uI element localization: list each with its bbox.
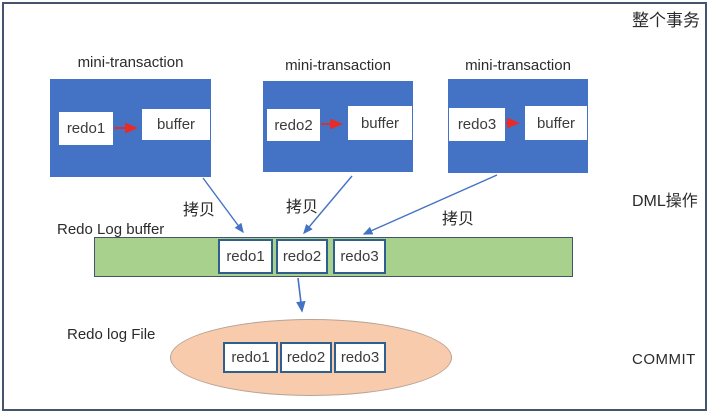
log-file-entry-2: redo2	[280, 342, 332, 373]
copy-label-2: 拷贝	[286, 199, 319, 216]
log-buffer-entry-3: redo3	[333, 239, 386, 274]
log-buffer-entry-2: redo2	[276, 239, 328, 274]
log-file-entry-1: redo1	[223, 342, 278, 373]
redo-log-buffer-label: Redo Log buffer	[57, 221, 165, 238]
mini-transaction-1-box: redo1 buffer	[50, 79, 211, 177]
redo-log-file-ellipse: redo1 redo2 redo3	[170, 319, 452, 396]
redo-log-file-label: Redo log File	[67, 326, 156, 343]
redo2-record: redo2	[267, 109, 320, 141]
copy-arrow-3-icon	[362, 174, 498, 235]
mini-transaction-2-box: redo2 buffer	[263, 81, 413, 172]
log-file-entry-3: redo3	[334, 342, 386, 373]
mini-transaction-3-box: redo3 buffer	[448, 79, 588, 173]
buffer-box-2: buffer	[348, 106, 412, 140]
mini-transaction-3-title: mini-transaction	[465, 57, 571, 74]
buffer-box-1: buffer	[142, 109, 210, 140]
copy-label-3: 拷贝	[442, 211, 475, 228]
buffer-to-file-arrow-icon	[296, 277, 306, 313]
log-buffer-entry-1: redo1	[218, 239, 273, 274]
mini-transaction-2-title: mini-transaction	[285, 57, 391, 74]
phase-label-commit: COMMIT	[632, 351, 696, 368]
phase-label-dml-operation: DML操作	[632, 193, 698, 210]
redo1-record: redo1	[59, 112, 113, 145]
buffer-box-3: buffer	[525, 106, 587, 140]
copy-label-1: 拷贝	[183, 202, 216, 219]
redo3-record: redo3	[449, 108, 505, 141]
phase-label-whole-transaction: 整个事务	[632, 11, 700, 30]
mini-transaction-1-title: mini-transaction	[77, 54, 184, 71]
redo-log-buffer-bar: redo1 redo2 redo3	[94, 237, 573, 277]
